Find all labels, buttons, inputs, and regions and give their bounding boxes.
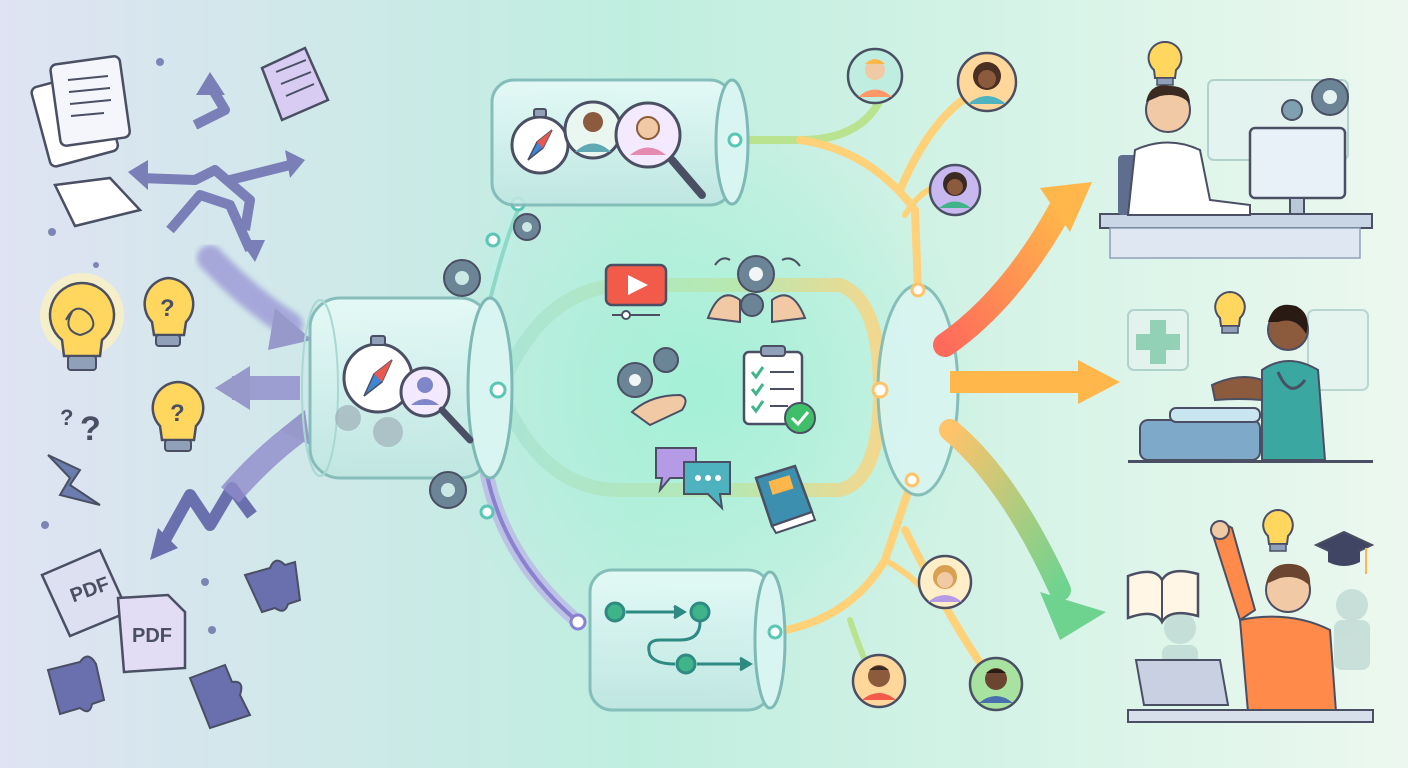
document-icon: [260, 46, 330, 122]
chaos-cluster: ? ? ? ? PDF PDF: [30, 46, 330, 730]
tube-node: [727, 132, 743, 148]
video-play-icon: [604, 263, 668, 320]
tangled-arrowheads: [128, 72, 305, 262]
document-stack-icon: [30, 55, 143, 228]
avatar-icon: [563, 100, 623, 160]
lightbulb-icon: [1147, 40, 1183, 86]
hands-gears-icon: [706, 255, 807, 324]
avatar-icon: [968, 656, 1024, 712]
tube-node: [767, 624, 783, 640]
gear-icon: [335, 405, 403, 447]
intake-arrows: [197, 245, 312, 503]
magnifier-person-icon: [399, 366, 474, 444]
svg-text:?: ?: [160, 295, 175, 322]
hub-node: [489, 381, 507, 399]
svg-text:?: ?: [60, 405, 73, 430]
gear-icon: [429, 213, 541, 509]
question-icon: ? ?: [60, 405, 101, 448]
avatar-icon: [928, 163, 982, 217]
nurse-icon: [1127, 290, 1373, 463]
question-bulb-icon: ?: [151, 380, 205, 452]
avatar-icon: [917, 554, 973, 610]
chat-bubbles-icon: [655, 447, 731, 511]
checklist-icon: [742, 345, 816, 434]
pdf-label: PDF: [132, 625, 172, 647]
lightbulb-icon: [1262, 508, 1294, 552]
flow-steps-icon: [604, 601, 753, 675]
pdf-file-icon: PDF: [116, 593, 187, 674]
output-arrows: [933, 182, 1120, 640]
desk-worker-icon: [1099, 40, 1373, 259]
lightbulb-icon: [1214, 290, 1246, 334]
avatar-icon: [851, 653, 907, 709]
svg-text:?: ?: [80, 410, 101, 448]
student-icon: [1126, 508, 1375, 723]
puzzle-piece-icon: [46, 559, 302, 730]
lightning-icon: [47, 454, 101, 506]
question-bulb-icon: ?: [143, 276, 195, 347]
intake-hub-tube: [301, 296, 514, 480]
lightbulb-icon: [40, 273, 124, 371]
scatter-dots: [41, 58, 216, 634]
gear-hand-icon: [617, 347, 687, 427]
graduation-cap-icon: [1313, 530, 1375, 574]
avatar-icon: [846, 47, 904, 105]
book-icon: [1126, 569, 1200, 625]
svg-text:?: ?: [170, 400, 185, 427]
pdf-file-icon: PDF: [40, 548, 130, 638]
book-icon: [754, 464, 817, 535]
magnifier-person-icon: [614, 101, 706, 199]
avatar-icon: [956, 51, 1018, 113]
roadmap-tube: [588, 568, 787, 712]
discovery-tube: [490, 78, 750, 207]
